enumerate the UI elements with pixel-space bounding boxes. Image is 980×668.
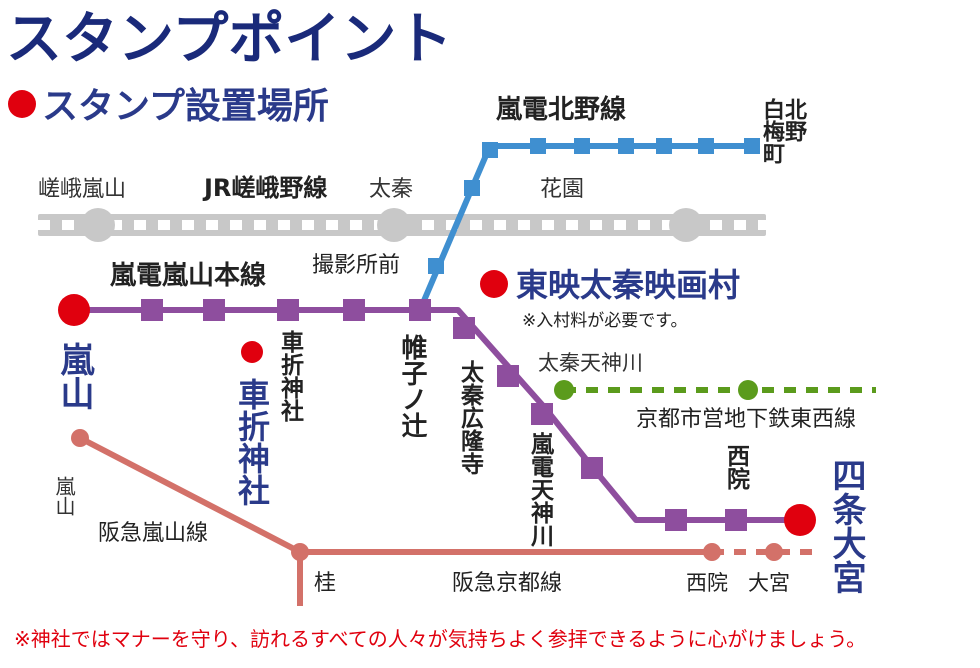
randen-station-marker [343, 299, 365, 321]
kitano-station-marker [464, 180, 480, 196]
stamp-point-eigamura-note: ※入村料が必要です。 [522, 311, 688, 331]
station-label-uzumasa-koryuji: 太秦広隆寺 [457, 360, 486, 475]
randen-arashiyama-line [74, 299, 800, 531]
randen-station-marker [203, 299, 225, 321]
station-label-hankyu-arashiyama: 嵐山 [52, 476, 76, 516]
stamp-point-kurumazaki-label: 車折神社 [233, 378, 271, 506]
kitano-station-marker [428, 258, 444, 274]
footer-note: ※神社ではマナーを守り、訪れるすべての人々が気持ちよく参拝できるように心がけまし… [14, 627, 866, 651]
randen-station-marker [277, 299, 299, 321]
line-label-jr: JR嵯峨野線 [202, 174, 327, 202]
randen-station-marker [531, 403, 553, 425]
station-label-hankyu-sai: 西院 [686, 571, 728, 595]
station-label-saga-arashiyama: 嵯峨嵐山 [38, 177, 126, 202]
station-katsura-marker [291, 543, 309, 561]
station-label-kitano-hakubaicho-1: 北野 [781, 98, 807, 143]
station-saga-arashiyama-marker [81, 208, 115, 242]
kitano-station-marker [698, 138, 714, 154]
station-hanazono-marker [669, 208, 703, 242]
randen-station-marker [725, 509, 747, 531]
station-omiya-marker [765, 543, 783, 561]
station-label-randen-tenjingawa: 嵐電天神川 [527, 432, 555, 547]
randen-station-marker [409, 299, 431, 321]
station-label-kurumazaki: 車折神社 [277, 330, 305, 422]
station-label-sai: 西院 [723, 444, 751, 490]
page-title: スタンプポイント [6, 6, 452, 72]
legend-stamp-marker [8, 90, 36, 118]
randen-station-marker [141, 299, 163, 321]
stamp-point-eigamura-dot [480, 270, 508, 298]
stamp-point-eigamura-label: 東映太秦映画村 [516, 266, 740, 304]
stamp-point-arashiyama-dot [58, 294, 90, 326]
kitano-station-marker [482, 142, 498, 158]
stamp-point-arashiyama-label: 嵐山 [54, 342, 94, 410]
line-label-hankyu-arashiyama: 阪急嵐山線 [98, 521, 208, 546]
kitano-station-marker [618, 138, 634, 154]
kitano-station-marker [656, 138, 672, 154]
station-tozai-marker [738, 380, 758, 400]
station-hankyu-arashiyama-marker [71, 429, 89, 447]
station-uzumasa-tenjingawa-marker [554, 380, 574, 400]
kitano-station-marker [744, 138, 760, 154]
line-label-tozai: 京都市営地下鉄東西線 [636, 407, 856, 432]
hankyu-lines [71, 429, 820, 606]
jr-sagano-line [38, 208, 766, 242]
line-label-kitano: 嵐電北野線 [496, 94, 626, 125]
station-label-omiya: 大宮 [748, 571, 790, 595]
stamp-point-kurumazaki-dot [241, 341, 263, 363]
randen-station-marker [497, 365, 519, 387]
station-label-uzumasa-tenjingawa: 太秦天神川 [538, 351, 643, 375]
line-label-arashiyama-main: 嵐電嵐山本線 [110, 260, 266, 291]
randen-station-marker [453, 317, 475, 339]
tozai-subway-line [554, 380, 876, 400]
legend-label: スタンプ設置場所 [42, 86, 329, 127]
kitano-station-marker [574, 138, 590, 154]
station-uzumasa-marker [377, 208, 411, 242]
station-label-uzumasa: 太秦 [369, 177, 413, 202]
station-label-kitano-hakubaicho-2: 白梅町 [759, 97, 785, 165]
station-hankyu-sai-marker [703, 543, 721, 561]
station-label-katabiranotsuji: 帷子ノ辻 [397, 334, 427, 438]
station-label-hanazono: 花園 [540, 177, 584, 202]
line-label-hankyu-kyoto: 阪急京都線 [452, 571, 562, 596]
stamp-point-shijo-omiya-label: 四条大宮 [826, 458, 866, 594]
randen-kitano-line [417, 138, 760, 312]
randen-station-marker [581, 457, 603, 479]
kitano-station-marker [530, 138, 546, 154]
stamp-point-shijo-omiya-dot [784, 504, 816, 536]
station-label-katsura: 桂 [314, 571, 336, 596]
station-label-satsueisho-mae: 撮影所前 [312, 253, 400, 278]
randen-station-marker [665, 509, 687, 531]
